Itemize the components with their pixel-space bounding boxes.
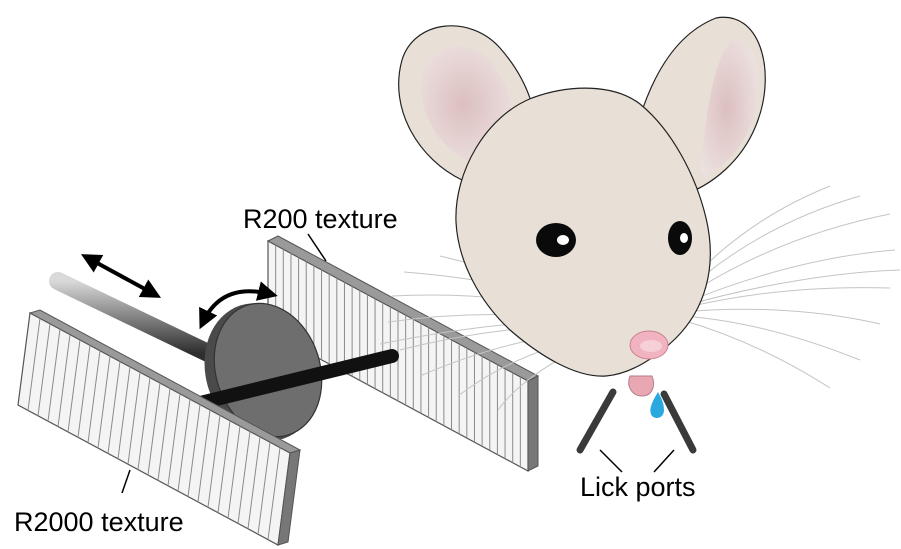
lick-ports-leader-left	[600, 450, 622, 472]
r200-texture-label: R200 texture	[243, 204, 398, 234]
nose-highlight	[640, 340, 662, 352]
right-eye-highlight	[680, 233, 688, 243]
right-lick-port	[664, 394, 693, 450]
translation-arrow-icon	[88, 258, 154, 294]
r2000-texture-label: R2000 texture	[14, 507, 184, 537]
tongue	[629, 376, 654, 396]
whisker	[684, 309, 880, 324]
lick-ports-leader-right	[654, 450, 674, 472]
lick-ports-label: Lick ports	[580, 472, 696, 502]
whisker	[682, 316, 860, 360]
left-eye-highlight	[557, 235, 569, 245]
whisker	[682, 320, 830, 388]
left-eye	[536, 223, 576, 257]
r2000-leader-line	[122, 470, 130, 493]
left-lick-port	[580, 392, 613, 450]
whisker	[680, 214, 890, 300]
